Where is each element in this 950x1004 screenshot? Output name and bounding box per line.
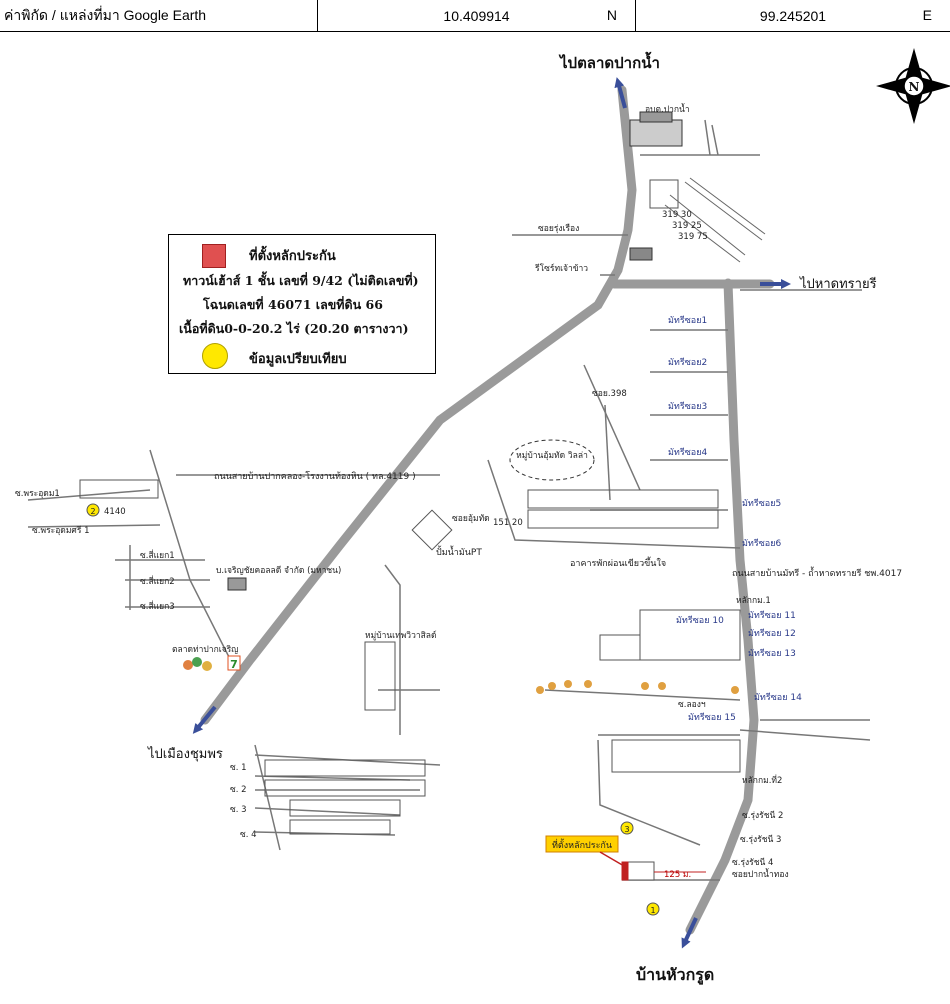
latitude-dir: N	[606, 7, 617, 23]
label-to-had-sai-ri: ไปหาดทรายรี	[799, 276, 877, 292]
label-319c: 319 75	[678, 232, 708, 242]
label-s3: ซ. 3	[230, 805, 247, 815]
label-west-s1: ซ.สี่แยก1	[140, 549, 175, 561]
label-west-s2: ซ.สี่แยก2	[140, 575, 175, 587]
collateral-swatch-icon	[202, 244, 226, 268]
label-matri12: มัทรีซอย 12	[748, 628, 796, 639]
label-4140: 4140	[104, 507, 126, 517]
compass-letter: N	[909, 80, 920, 94]
label-matri1: มัทรีซอย1	[668, 315, 707, 326]
comparison-markers: 1 2 3	[86, 503, 660, 916]
label-soi-rungruang: ซอยรุ่งเรือง	[538, 223, 579, 234]
label-market: ตลาดท่าปากเจริญ	[172, 645, 238, 655]
longitude-cell: 99.245201 E	[636, 0, 950, 31]
label-matri6: มัทรีซอย6	[742, 538, 781, 549]
map-legend: ที่ตั้งหลักประกัน ทาวน์เฮ้าส์ 1 ชั้น เลข…	[168, 234, 436, 374]
pt-station-icon	[411, 509, 453, 551]
market-icon: 7	[183, 655, 241, 671]
village-dashed-circle	[509, 439, 595, 481]
main-roads	[200, 85, 775, 935]
label-obt: อบต.ปากน้ำ	[645, 103, 690, 115]
label-soi-pak-nam: ซอยปากน้ำทอง	[732, 868, 789, 880]
label-matri14: มัทรีซอย 14	[754, 692, 802, 703]
label-matri5: มัทรีซอย5	[742, 498, 781, 509]
label-matri4: มัทรีซอย4	[668, 447, 707, 458]
label-soi15-short: ซ.ลองฯ	[678, 700, 706, 710]
village-label: หมู่บ้านอุ้มทัด วิลล่า	[516, 450, 588, 461]
label-west-w1: ซ.พระอุดม1	[15, 489, 60, 499]
label-matri13: มัทรีซอย 13	[748, 648, 796, 659]
label-rungrat4: ซ.รุ่งรัชนี 4	[732, 857, 773, 868]
building-row-diagonal	[664, 177, 766, 263]
label-319b: 319 25	[672, 221, 702, 231]
label-rungrat2: ซ.รุ่งรัชนี 2	[742, 810, 783, 821]
direction-arrows	[192, 77, 791, 949]
label-to-ban-hua-krut: บ้านหัวกรูด	[636, 965, 714, 986]
label-rungrat3: ซ.รุ่งรัชนี 3	[740, 834, 781, 845]
tree-row	[536, 680, 739, 694]
label-s2: ซ. 2	[230, 785, 247, 795]
legend-comparison: ข้อมูลเปรียบเทียบ	[249, 352, 347, 367]
label-matri15: มัทรีซอย 15	[688, 712, 736, 723]
longitude-value: 99.245201	[759, 7, 827, 24]
latitude-value: 10.409914	[443, 7, 510, 24]
legend-line2: โฉนดเลขที่ 46071 เลขที่ดิน 66	[203, 297, 383, 312]
label-to-chumphon: ไปเมืองชุมพร	[147, 746, 223, 762]
coord-source-label: ค่าพิกัด / แหล่งที่มา Google Earth	[0, 0, 318, 31]
label-pt-station: ปั้มน้ำมันPT	[436, 545, 482, 558]
seven-eleven-icon: 7	[230, 658, 238, 671]
label-resort: รีโซร์ทเจ้าข้าว	[535, 263, 589, 274]
svg-text:1: 1	[650, 906, 655, 915]
label-s1: ซ. 1	[230, 763, 247, 773]
label-village-c: หมู่บ้านเทพวิวาสิลด์	[365, 630, 437, 641]
label-matri2: มัทรีซอย2	[668, 357, 707, 368]
label-soi-398: ซอย.398	[592, 389, 627, 399]
svg-text:ที่ตั้งหลักประกัน: ที่ตั้งหลักประกัน	[552, 838, 612, 851]
label-road-4017: ถนนสายบ้านมัทรี - ถ้ำหาดทรายรี ชพ.4017	[732, 566, 902, 579]
label-matri11: มัทรีซอย 11	[748, 610, 796, 621]
label-west-w2: ซ.พระอุดมศรี 1	[32, 525, 90, 536]
label-village: หมู่บ้านอุ้มทัด วิลล่า	[516, 450, 588, 461]
label-s4: ซ. 4	[240, 830, 257, 840]
building-blocks	[79, 179, 741, 881]
label-company: บ.เจริญชัยคอลลดี จำกัด (มหาชน)	[216, 565, 341, 576]
road-4017	[685, 278, 759, 935]
label-km2: หลักกม.ที่2	[742, 774, 782, 786]
comparison-swatch-icon	[202, 343, 228, 369]
road-north-south	[200, 85, 637, 725]
legend-line1: ทาวน์เฮ้าส์ 1 ชั้น เลขที่ 9/42 (ไม่ติดเล…	[183, 273, 419, 288]
company-building-icon	[227, 577, 247, 591]
resort-icon	[629, 247, 653, 261]
north-compass-icon: N	[876, 48, 950, 124]
label-soi-umtad: ซอยอุ้มทัด	[452, 513, 490, 524]
label-distance-125: 125 ม.	[664, 870, 691, 880]
legend-collateral: ที่ตั้งหลักประกัน	[249, 249, 336, 264]
label-west-s3: ซ.สี่แยก3	[140, 600, 175, 612]
obt-building-icon	[629, 111, 683, 147]
svg-text:3: 3	[624, 825, 629, 834]
label-matri10: มัทรีซอย 10	[676, 615, 724, 626]
label-school: อาคารพักผ่อนเขียวขึ้นใจ	[570, 556, 666, 569]
collateral-tag: ที่ตั้งหลักประกัน	[545, 835, 625, 867]
label-matri3: มัทรีซอย3	[668, 401, 707, 412]
legend-line3: เนื้อที่ดิน0-0-20.2 ไร่ (20.20 ตารางวา)	[179, 321, 409, 336]
label-151: 151 20	[493, 518, 523, 528]
label-road-4119: ถนนสายบ้านปากคลอง-โรงงานท้องหิน ( ทล.411…	[214, 471, 416, 482]
latitude-cell: 10.409914 N	[318, 0, 636, 31]
svg-text:2: 2	[90, 507, 95, 516]
label-319a: 319 30	[662, 210, 692, 220]
longitude-dir: E	[922, 7, 932, 23]
coordinate-header: ค่าพิกัด / แหล่งที่มา Google Earth 10.40…	[0, 0, 950, 32]
label-km1: หลักกม.1	[736, 596, 771, 606]
label-to-pak-nam: ไปตลาดปากน้ำ	[558, 51, 660, 72]
